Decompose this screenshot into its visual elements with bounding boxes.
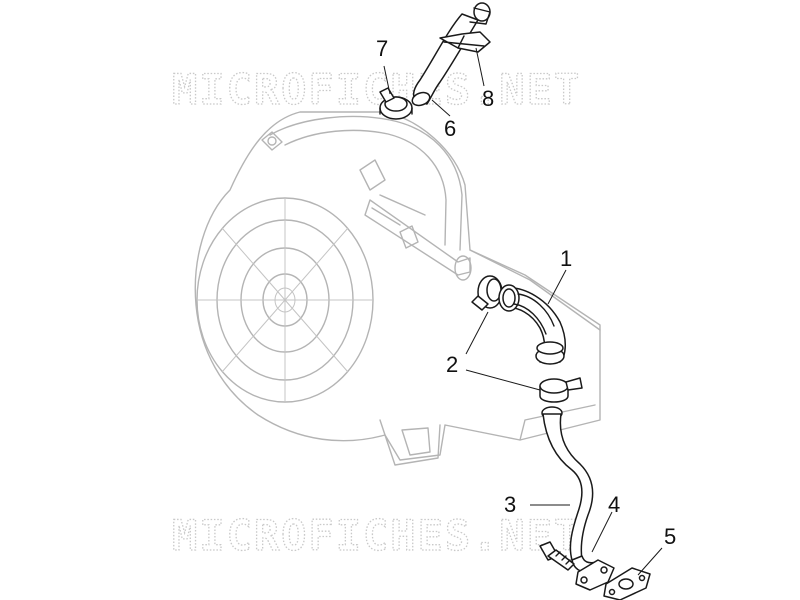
callout-3: 3	[504, 492, 516, 517]
leader-lines	[383, 47, 663, 576]
watermark-top: MICROFICHES.NET	[172, 65, 581, 114]
leader-2a	[465, 311, 489, 355]
bolt[interactable]	[539, 541, 575, 571]
leader-4	[591, 511, 613, 553]
callout-1: 1	[560, 246, 572, 271]
leader-5	[637, 547, 663, 576]
callout-7: 7	[376, 36, 388, 61]
part-8-hose-clip[interactable]	[439, 31, 491, 53]
leader-8	[475, 47, 485, 87]
callout-labels: 1 2 3 4 5 6 7 8	[376, 36, 676, 549]
callout-5: 5	[664, 524, 676, 549]
callout-8: 8	[482, 86, 494, 111]
leader-1	[547, 269, 567, 305]
leader-2b	[465, 369, 541, 391]
part-2-clamp-upper[interactable]	[471, 275, 503, 311]
callout-4: 4	[608, 492, 620, 517]
callout-6: 6	[444, 116, 456, 141]
callout-2: 2	[446, 352, 458, 377]
part-5-gasket[interactable]	[603, 567, 651, 600]
leader-6	[431, 99, 451, 117]
watermark-bottom: MICROFICHES.NET	[172, 511, 581, 560]
leader-7	[383, 65, 391, 95]
part-7-clamp[interactable]	[379, 87, 413, 120]
part-2-clamp-lower[interactable]	[539, 377, 583, 403]
engine-housing-ghost	[194, 111, 601, 466]
part-1-elbow-hose[interactable]	[498, 284, 566, 365]
